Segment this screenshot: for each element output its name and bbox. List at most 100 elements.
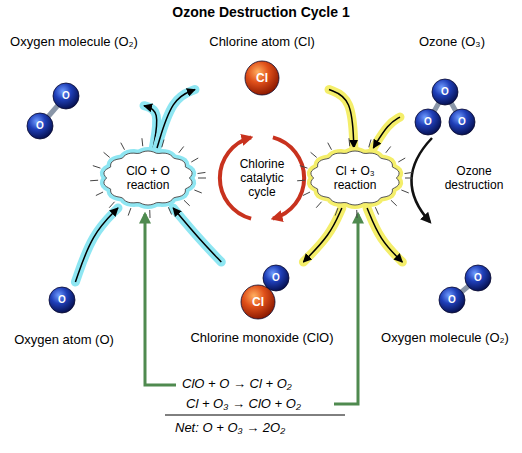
oxygen-atom [415, 109, 441, 135]
atoms [439, 265, 491, 313]
burst-stroke [348, 138, 350, 146]
arrow-halo [173, 208, 221, 262]
arrow-halo [303, 208, 341, 262]
molecule-label: Oxygen molecule (O₂) [381, 330, 509, 346]
cloud-burst [90, 138, 206, 218]
molecule-node: Chlorine atom (Cl)Cl [195, 34, 329, 96]
atom-symbol: O [465, 265, 491, 291]
arrow-line [373, 117, 400, 148]
arrow-halo [329, 90, 354, 148]
ozone-destruction-arrow [411, 138, 432, 222]
edge-group [75, 90, 402, 282]
arrow-line [157, 90, 195, 148]
atom-symbol: O [263, 265, 289, 291]
molecule-node: Oxygen molecule (O₂) OO [372, 262, 518, 346]
reaction-label: ClO + O reaction [116, 164, 180, 192]
atom-symbol: O [432, 79, 458, 105]
oxygen-atom [53, 83, 79, 109]
burst-stroke [128, 208, 131, 216]
arrow-line [303, 208, 341, 262]
burst-stroke [104, 152, 110, 157]
cycle-label: Chlorine catalytic cycle [234, 157, 290, 199]
burst-stroke [194, 190, 201, 193]
process-label: Ozone destruction [434, 164, 514, 192]
burst-stroke [90, 180, 98, 182]
arrow-line [329, 90, 354, 148]
reaction-arrow [157, 90, 195, 148]
burst-stroke [93, 166, 101, 168]
reaction-arrow [373, 117, 400, 148]
atom-symbol: O [27, 113, 53, 139]
burst-stroke [96, 192, 103, 196]
cloud-glow [104, 151, 192, 205]
arrow-halo [157, 90, 195, 148]
molecule-shape [4, 34, 144, 140]
burst-stroke [405, 178, 413, 179]
reaction-arrow [303, 208, 341, 262]
burst-stroke [168, 207, 171, 214]
reaction-arrow [367, 208, 402, 262]
burst-stroke [369, 140, 371, 148]
burst-stroke [356, 210, 357, 218]
molecule-label: Oxygen atom (O) [14, 332, 114, 348]
net-equation: Net: O + O₃ → 2O₂ [175, 420, 285, 436]
reaction-cloud: ClO + O reaction [100, 148, 196, 208]
reaction-cloud: Cl + O₃ reaction [307, 148, 403, 208]
cloud-body [311, 151, 399, 205]
atoms [415, 79, 475, 135]
burst-stroke [191, 158, 198, 162]
oxygen-atom [263, 265, 289, 291]
atom-symbol: O [439, 287, 465, 313]
cloud-body [104, 151, 192, 205]
equation-pointer [334, 214, 358, 404]
arrow-halo [367, 208, 402, 262]
burst-stroke [149, 210, 150, 218]
atoms [49, 287, 75, 313]
burst-stroke [335, 208, 338, 216]
reaction-label: Cl + O₃ reaction [323, 164, 387, 192]
burst-stroke [316, 202, 321, 208]
cloud-glow [311, 151, 399, 205]
burst-stroke [391, 200, 397, 206]
oxygen-atom [432, 79, 458, 105]
oxygen-atom [27, 113, 53, 139]
reaction-arrow [173, 208, 221, 262]
burst-stroke [401, 190, 408, 193]
burst-stroke [405, 172, 413, 173]
arrow-halo [373, 117, 400, 148]
molecule-label: Chlorine monoxide (ClO) [190, 330, 333, 346]
equation: ClO + O → Cl + O₂ [182, 376, 292, 392]
sum-rule [165, 415, 345, 416]
atom-symbol: O [415, 109, 441, 135]
burst-stroke [198, 178, 206, 179]
burst-stroke [162, 140, 164, 148]
molecule-node: Oxygen molecule (O₂) OO [4, 34, 144, 140]
equation-pointer [145, 214, 176, 385]
arrow-line [173, 208, 221, 262]
chlorine-atom [245, 61, 279, 95]
reaction-arrow [329, 90, 354, 148]
atom-symbol: O [53, 83, 79, 109]
burst-stroke [328, 143, 332, 150]
burst-stroke [184, 200, 190, 206]
oxygen-atom [49, 287, 75, 313]
atoms [27, 83, 79, 139]
molecule-node: Chlorine monoxide (ClO) ClO [180, 262, 344, 346]
burst-stroke [297, 180, 305, 182]
reaction-arrow [75, 208, 118, 282]
molecule-label: Ozone (O₃) [419, 34, 485, 50]
molecule-label: Oxygen molecule (O₂) [10, 34, 138, 50]
cloud-burst [297, 138, 413, 218]
burst-stroke [121, 143, 125, 150]
arrow-halo [75, 208, 118, 282]
atom-symbol: Cl [241, 285, 275, 319]
burst-stroke [303, 192, 310, 196]
burst-stroke [386, 146, 391, 152]
arrow-line [75, 208, 118, 282]
molecule-node: Ozone (O₃) OOO [400, 34, 504, 140]
atom-symbol: O [49, 287, 75, 313]
burst-stroke [375, 207, 378, 214]
atom-symbol: O [449, 109, 475, 135]
burst-stroke [109, 202, 114, 208]
molecule-label: Chlorine atom (Cl) [209, 34, 314, 50]
